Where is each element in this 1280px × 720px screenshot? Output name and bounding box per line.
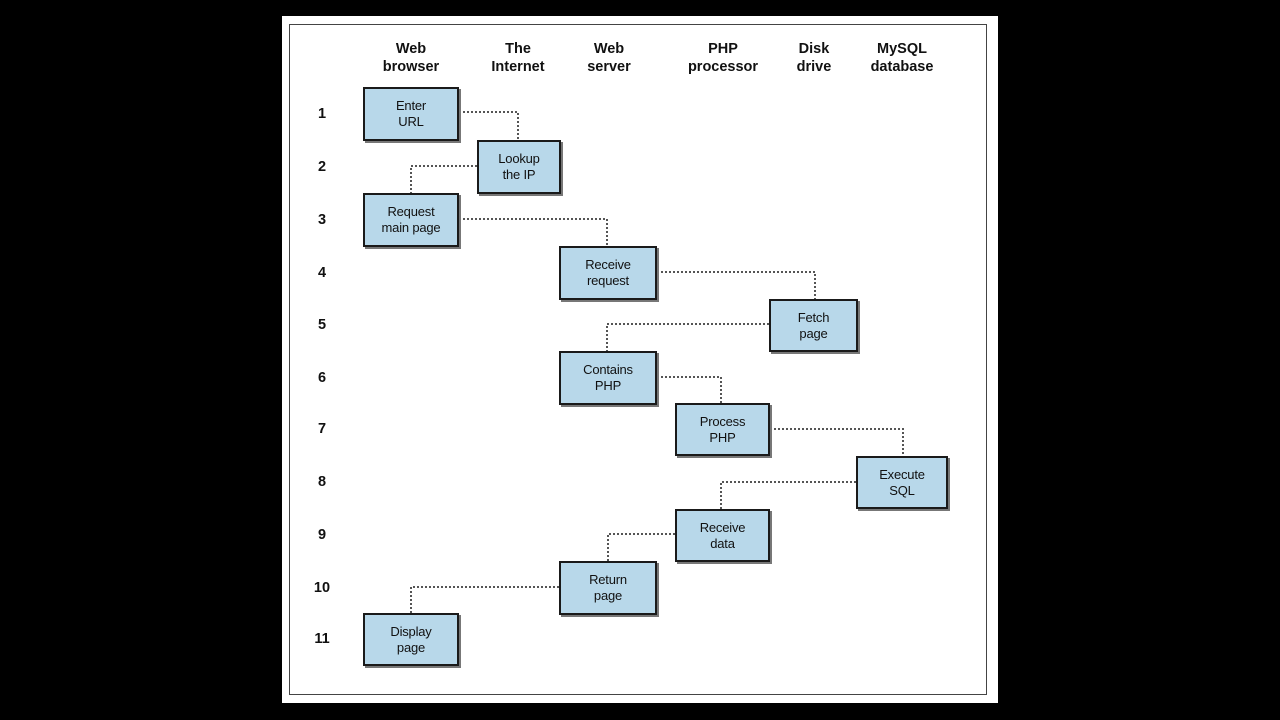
flow-connectors [410, 111, 904, 613]
column-header-the-internet: The Internet [491, 41, 545, 75]
step-fetch-page: Fetch page [769, 299, 858, 352]
step-contains-php: Contains PHP [559, 351, 657, 405]
step-process-php: Process PHP [675, 403, 770, 456]
row-number: 6 [317, 370, 327, 386]
connector-line [657, 376, 722, 403]
step-display-page: Display page [363, 613, 459, 666]
step-lookup-ip: Lookup the IP [477, 140, 561, 194]
row-number: 4 [317, 265, 327, 281]
step-receive-request: Receive request [559, 246, 657, 300]
step-receive-data: Receive data [675, 509, 770, 562]
column-header-web-browser: Web browser [382, 41, 440, 75]
connector-line [607, 533, 675, 561]
row-number: 11 [314, 631, 330, 647]
connector-line [770, 428, 904, 456]
column-header-disk-drive: Disk drive [796, 41, 832, 75]
row-number: 1 [317, 106, 327, 122]
row-number: 5 [317, 317, 327, 333]
diagram-figure: Web browser The Internet Web server PHP … [282, 16, 998, 703]
row-number: 9 [317, 527, 327, 543]
row-number: 10 [313, 580, 331, 596]
column-header-web-server: Web server [587, 41, 631, 75]
connector-line [606, 323, 769, 351]
row-number: 7 [317, 421, 327, 437]
connector-line [720, 481, 856, 509]
step-enter-url: Enter URL [363, 87, 459, 141]
connector-line [410, 165, 477, 193]
connector-line [657, 271, 816, 299]
row-number: 2 [317, 159, 327, 175]
connector-line [459, 111, 519, 140]
row-number: 3 [317, 212, 327, 228]
connector-line [410, 586, 559, 613]
step-return-page: Return page [559, 561, 657, 615]
row-number: 8 [317, 474, 327, 490]
step-request-main-page: Request main page [363, 193, 459, 247]
step-execute-sql: Execute SQL [856, 456, 948, 509]
connector-line [459, 218, 608, 246]
column-header-php-processor: PHP processor [687, 41, 759, 75]
column-header-mysql-database: MySQL database [870, 41, 934, 75]
diagram-frame [289, 24, 987, 695]
